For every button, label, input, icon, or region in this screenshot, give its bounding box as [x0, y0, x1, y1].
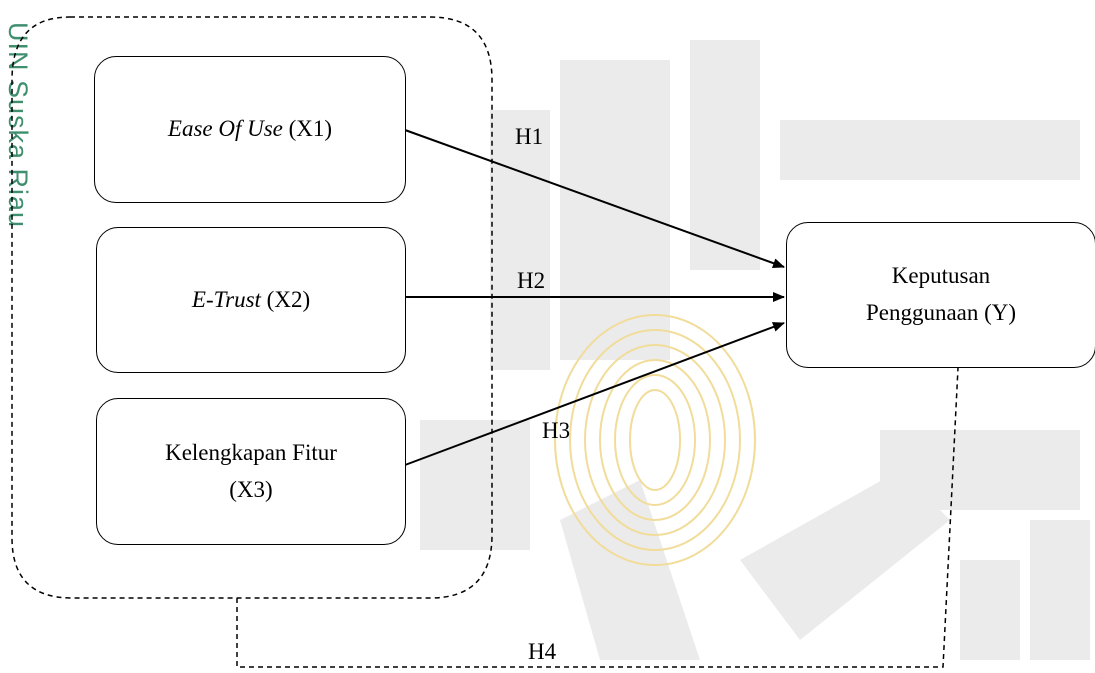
- arrow-h1: [404, 129, 785, 268]
- kelengkapan-fitur-line1: Kelengkapan Fitur: [165, 439, 337, 465]
- box-e-trust: E-Trust (X2): [96, 227, 406, 373]
- x1-code: (X1): [282, 116, 333, 142]
- x2-code: (X2): [260, 286, 311, 312]
- keputusan-line1: Keputusan: [891, 263, 991, 289]
- watermark-vertical-text: UIN Suska Riau: [3, 22, 33, 229]
- box-kelengkapan-fitur: Kelengkapan Fitur (X3): [96, 398, 406, 545]
- arrow-h3: [404, 322, 785, 466]
- box-ease-of-use: Ease Of Use (X1): [94, 56, 406, 203]
- box-kelengkapan-fitur-label: Kelengkapan Fitur (X3): [165, 435, 337, 509]
- label-h2: H2: [517, 268, 546, 293]
- e-trust-text: E-Trust: [191, 286, 261, 312]
- box-keputusan-penggunaan: Keputusan Penggunaan (Y): [786, 222, 1095, 368]
- box-e-trust-label: E-Trust (X2): [192, 282, 310, 319]
- kelengkapan-fitur-line2: (X3): [229, 476, 273, 502]
- box-ease-of-use-label: Ease Of Use (X1): [168, 111, 332, 148]
- box-keputusan-penggunaan-label: Keputusan Penggunaan (Y): [866, 258, 1016, 332]
- keputusan-line2: Penggunaan (Y): [865, 300, 1017, 325]
- independent-variables-group: [11, 16, 493, 599]
- label-h3: H3: [542, 418, 571, 443]
- ease-of-use-text: Ease Of Use: [167, 116, 283, 142]
- label-h1: H1: [515, 124, 544, 149]
- label-h4: H4: [528, 639, 557, 664]
